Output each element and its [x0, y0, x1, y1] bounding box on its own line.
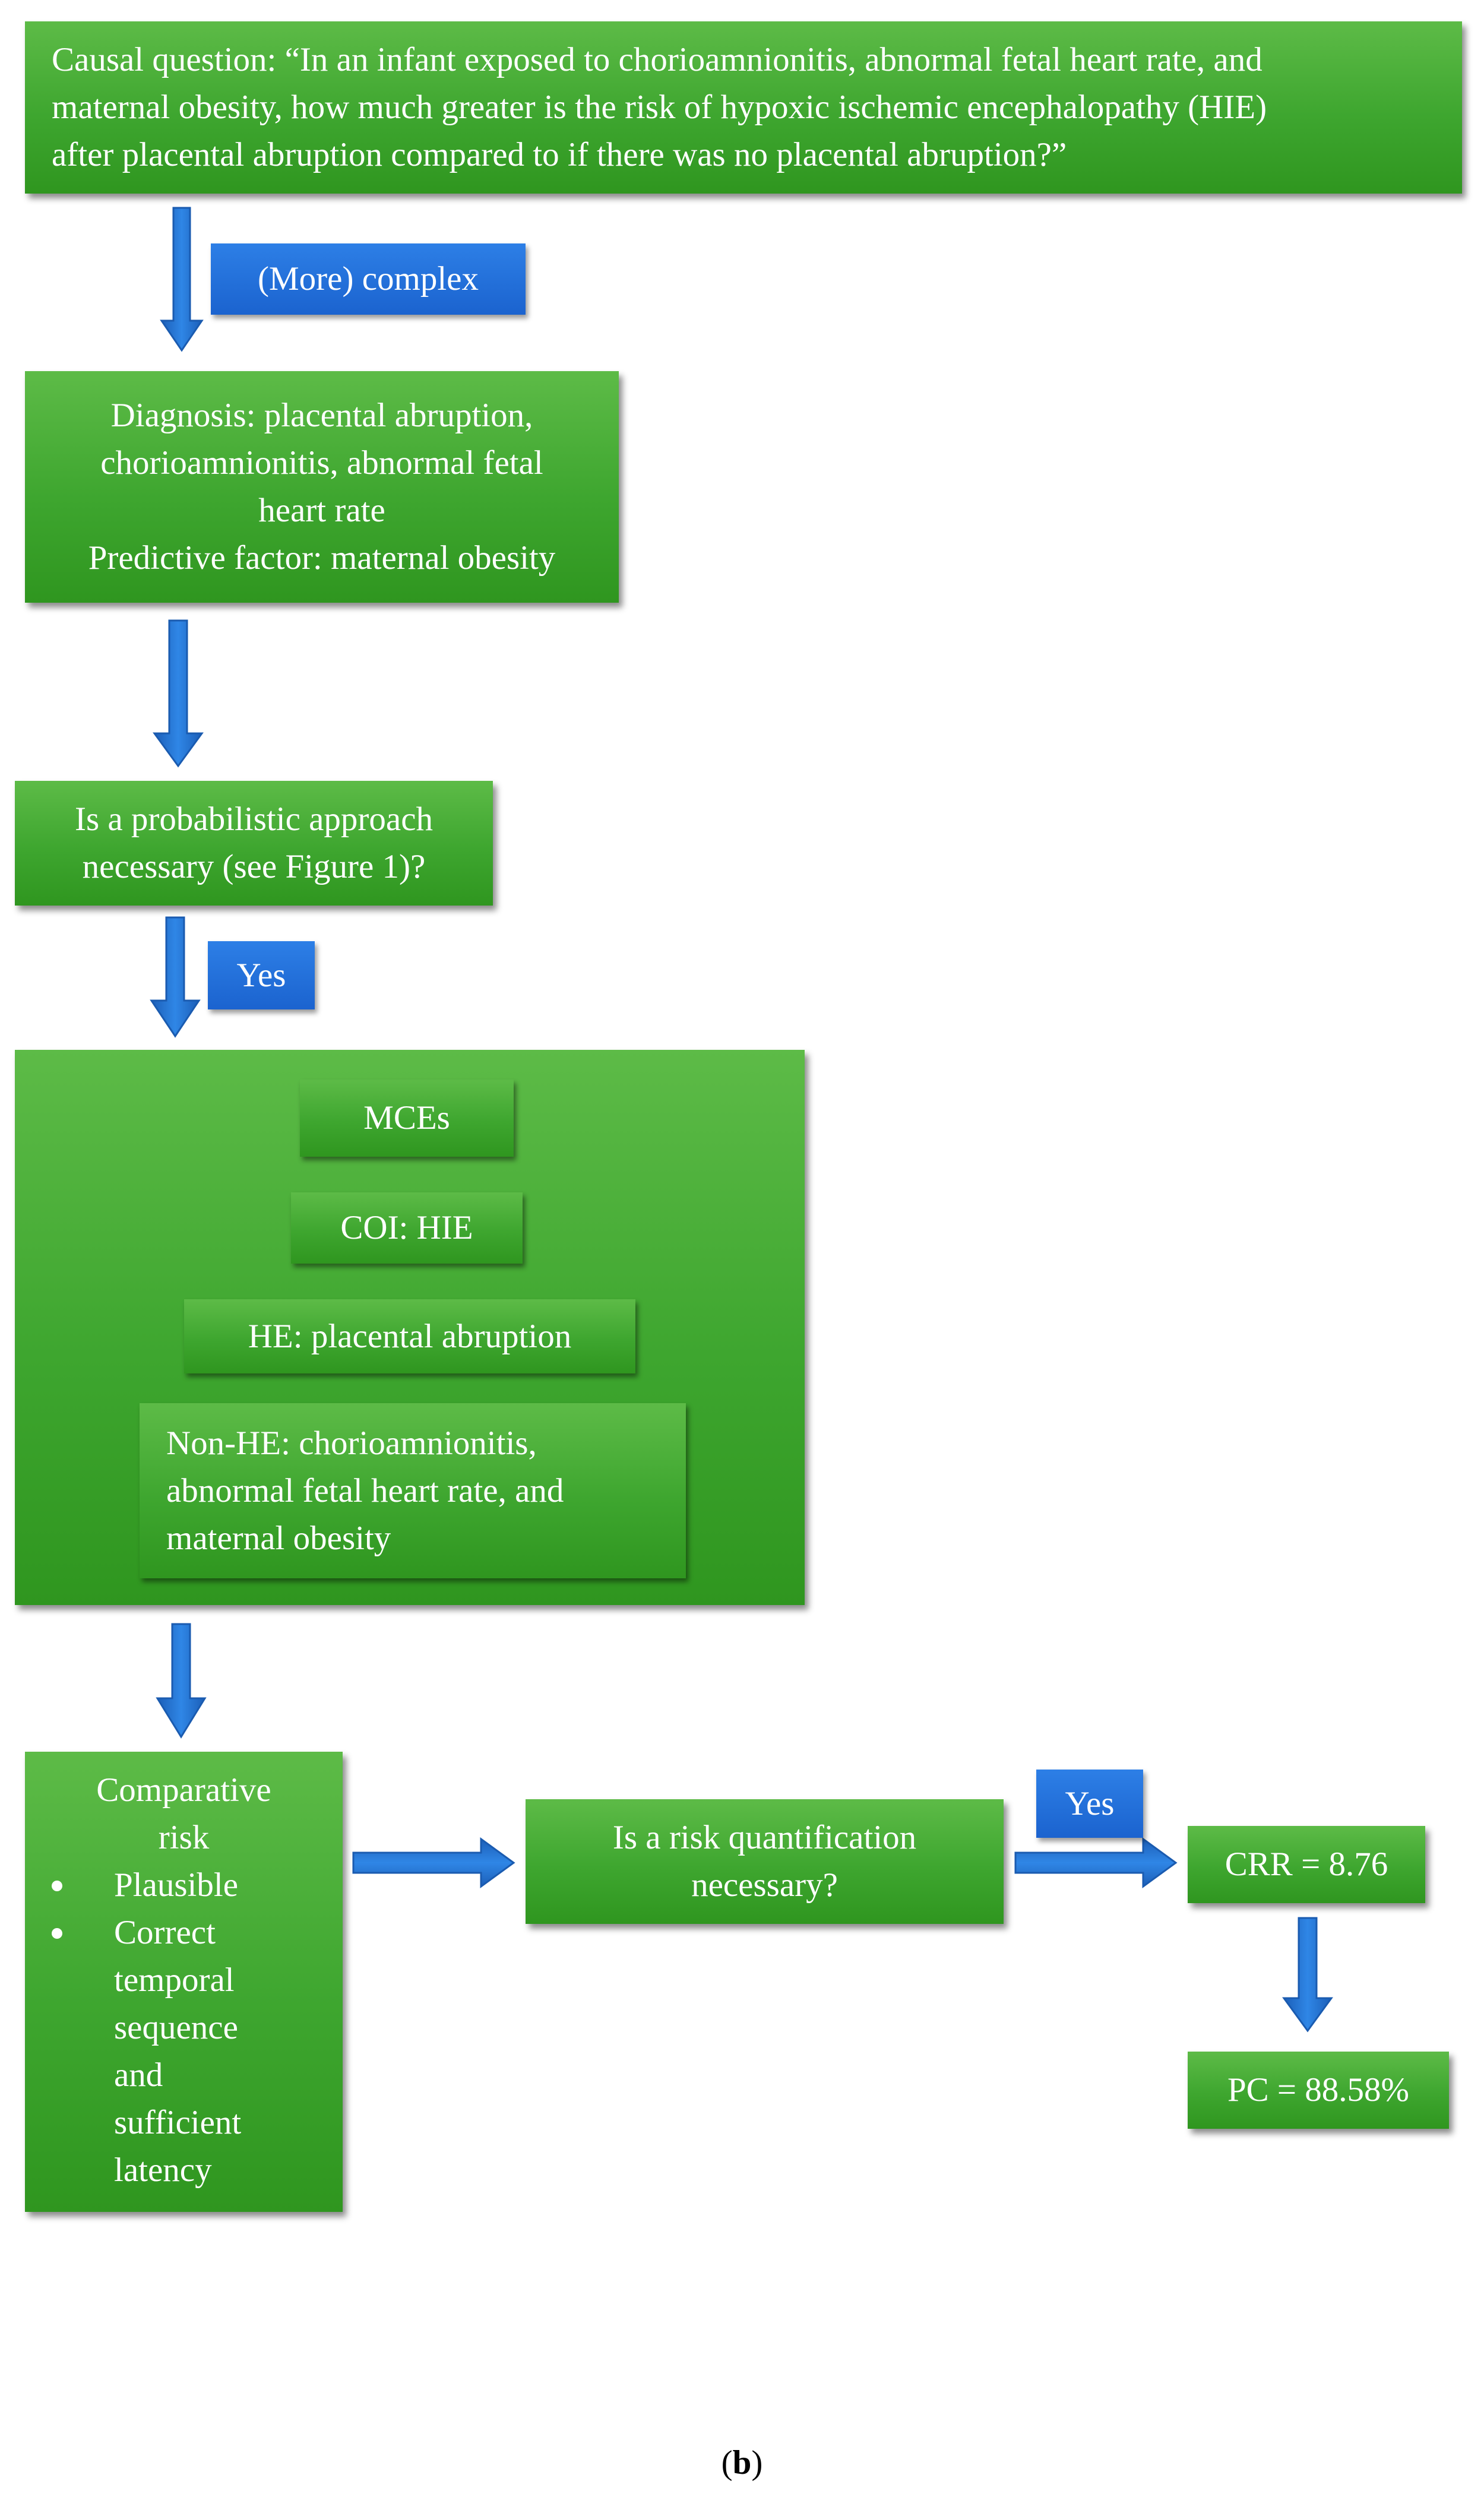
arrow-right-1 [352, 1837, 515, 1888]
arrow-down-2 [153, 619, 204, 768]
yes-label-1: Yes [208, 941, 315, 1009]
probabilistic-line-1: Is a probabilistic approach [74, 800, 434, 838]
diagnosis-line-3: heart rate [258, 492, 385, 529]
arrow-down-1 [160, 207, 204, 352]
pc-box: PC = 88.58% [1188, 2052, 1449, 2129]
diagnosis-box: Diagnosis: placental abruption, chorioam… [25, 371, 619, 603]
comparative-title-2: risk [158, 1819, 210, 1856]
components-group-box: MCEs COI: HIE HE: placental abruption No… [15, 1050, 805, 1605]
yes-label-2: Yes [1036, 1770, 1143, 1838]
figure-caption: (b) [0, 2443, 1484, 2482]
probabilistic-approach-box: Is a probabilistic approach necessary (s… [15, 781, 493, 906]
caption-close: ) [751, 2444, 763, 2481]
comparative-bullets: Plausible Correct temporal sequence and … [25, 1862, 343, 2194]
bullet-temporal-line-4: and [114, 2056, 163, 2094]
probabilistic-line-2: necessary (see Figure 1)? [82, 848, 426, 885]
bullet-plausible: Plausible [25, 1862, 343, 1909]
comparative-risk-box: Comparative risk Plausible Correct tempo… [25, 1752, 343, 2212]
non-he-line-1: Non-HE: chorioamnionitis, [166, 1424, 537, 1462]
question-line-1: Causal question: “In an infant exposed t… [52, 41, 1262, 78]
diagnosis-line-2: chorioamnionitis, abnormal fetal [100, 444, 543, 482]
question-line-2: maternal obesity, how much greater is th… [52, 88, 1267, 126]
mces-box: MCEs [300, 1080, 514, 1157]
bullet-temporal-line-1: Correct [114, 1914, 216, 1951]
comparative-title-1: Comparative [96, 1771, 271, 1809]
risk-quant-line-1: Is a risk quantification [612, 1819, 917, 1856]
more-complex-label: (More) complex [211, 243, 526, 315]
diagnosis-line-1: Diagnosis: placental abruption, [110, 397, 533, 434]
question-line-3: after placental abruption compared to if… [52, 136, 1067, 173]
non-he-line-3: maternal obesity [166, 1519, 391, 1557]
caption-open: ( [721, 2444, 733, 2481]
crr-box: CRR = 8.76 [1188, 1826, 1425, 1903]
bullet-temporal-line-6: latency [114, 2151, 212, 2189]
risk-quantification-box: Is a risk quantification necessary? [526, 1799, 1004, 1924]
arrow-down-5 [1282, 1917, 1333, 2033]
risk-quant-line-2: necessary? [691, 1866, 838, 1904]
coi-box: COI: HIE [291, 1192, 523, 1264]
arrow-right-2 [1014, 1837, 1178, 1888]
non-he-box: Non-HE: chorioamnionitis, abnormal fetal… [140, 1403, 686, 1578]
caption-letter: b [732, 2444, 752, 2481]
he-box: HE: placental abruption [184, 1299, 635, 1373]
bullet-temporal-line-2: temporal [114, 1961, 235, 1999]
bullet-temporal-line-3: sequence [114, 2009, 238, 2046]
bullet-temporal: Correct temporal sequence and sufficient… [25, 1909, 343, 2194]
diagnosis-line-4: Predictive factor: maternal obesity [88, 539, 556, 577]
arrow-down-3 [150, 916, 201, 1038]
non-he-line-2: abnormal fetal heart rate, and [166, 1471, 564, 1509]
causal-question-box: Causal question: “In an infant exposed t… [25, 21, 1462, 194]
arrow-down-4 [156, 1623, 207, 1739]
bullet-temporal-line-5: sufficient [114, 2104, 242, 2141]
